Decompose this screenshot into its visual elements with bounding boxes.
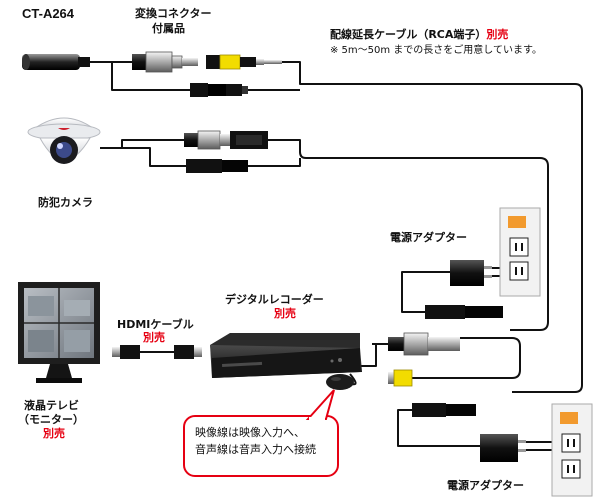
connection-note-line1: 映像線は映像入力へ、 — [195, 426, 305, 439]
hdmi-cable-tag: 別売 — [143, 331, 165, 344]
extension-cable-note: ※ 5m〜50m までの長さをご用意しています。 — [330, 45, 543, 56]
model-label: CT-A264 — [22, 6, 75, 21]
lcd-tv — [18, 282, 100, 383]
power-plug-top-right — [425, 305, 503, 319]
extension-cable-tag: 別売 — [486, 28, 509, 41]
connection-note-line2: 音声線は音声入力へ接続 — [195, 443, 316, 456]
power-plug-bottom-cord — [525, 441, 552, 451]
power-adapter-bottom-label: 電源アダプター — [447, 479, 524, 492]
rca-bottom-cable — [412, 337, 521, 379]
recorder-bnc-connector — [388, 332, 460, 356]
hdmi-cable-label: HDMIケーブル — [117, 318, 194, 331]
extension-power-middle — [248, 158, 301, 167]
power-adapter-top-label: 電源アダプター — [390, 231, 467, 244]
dome-camera — [27, 117, 101, 164]
power-outlet-top — [499, 207, 541, 297]
camera-power-plug — [186, 159, 248, 173]
power-adapter-bottom — [480, 434, 526, 462]
rca-yellow-top — [206, 54, 282, 70]
connection-note-text: 映像線は映像入力へ、 音声線は音声入力へ接続 — [195, 424, 316, 458]
digital-recorder — [210, 333, 362, 378]
extension-cable-middle — [268, 139, 549, 331]
rca-yellow-bottom — [388, 369, 413, 387]
extension-cable-top — [282, 61, 583, 393]
callout-pointer — [305, 389, 335, 420]
bnc-adapter-top — [132, 51, 198, 73]
tv-tag: 別売 — [43, 427, 65, 440]
ct-a264-module — [22, 54, 90, 70]
power-plug-top-1 — [190, 83, 226, 97]
power-plug-bottom-left — [412, 403, 476, 417]
extension-cable-title-text: 配線延長ケーブル（RCA端子） — [330, 28, 487, 41]
connection-note-callout — [183, 415, 339, 477]
hdmi-connector-right — [174, 345, 202, 359]
power-outlet-bottom — [551, 403, 593, 497]
camera-label: 防犯カメラ — [38, 196, 93, 209]
power-adapter-top — [450, 260, 492, 286]
recorder-to-bnc — [355, 343, 388, 367]
adapter-label-line2: 付属品 — [152, 22, 185, 35]
extension-cable-title: 配線延長ケーブル（RCA端子）別売 — [330, 28, 508, 42]
tv-label-line2: （モニター） — [18, 413, 84, 426]
tv-label-line1: 液晶テレビ — [24, 399, 79, 412]
recorder-tag: 別売 — [274, 307, 296, 320]
camera-cable — [100, 139, 186, 167]
power-plug-top-2 — [226, 84, 248, 96]
adapter-label-line1: 変換コネクター — [135, 7, 212, 20]
power-adapter-bottom-cable — [397, 409, 480, 447]
ct-a264-cable — [88, 61, 190, 91]
recorder-label: デジタルレコーダー — [225, 293, 324, 306]
hdmi-connector-left — [112, 345, 140, 359]
recorder-mouse — [326, 374, 354, 390]
power-adapter-top-cable — [401, 271, 450, 313]
camera-bnc-connector — [184, 130, 268, 150]
